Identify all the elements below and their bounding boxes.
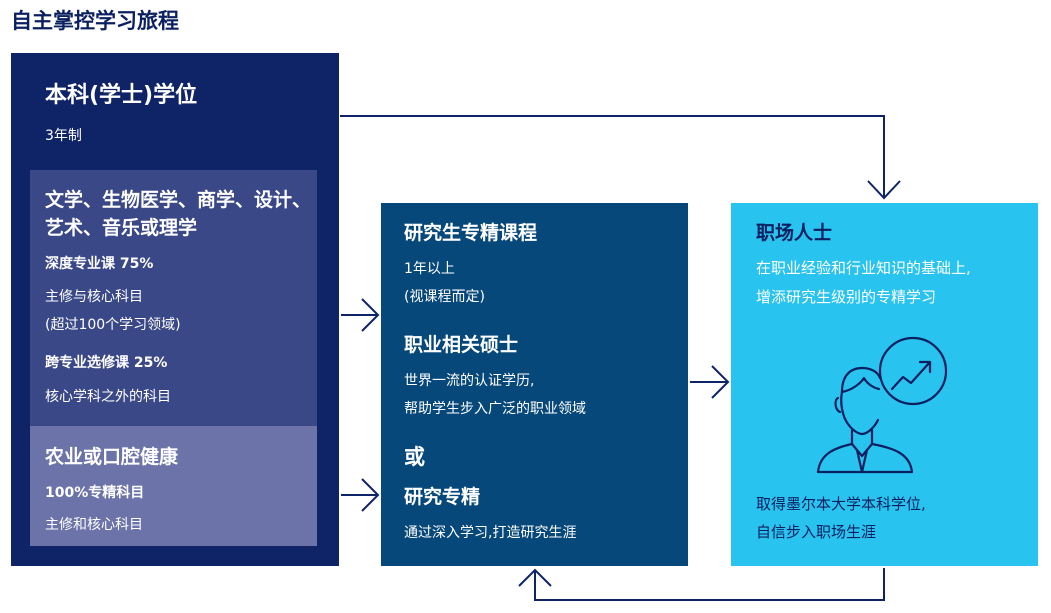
or-label: 或 (404, 445, 425, 469)
career-panel (731, 203, 1038, 566)
research-heading: 研究专精 (404, 486, 481, 508)
person-growth-icon (816, 336, 948, 474)
career-heading: 职场人士 (756, 222, 833, 244)
agri-specialist: 100%专精科目 (45, 485, 145, 501)
bachelor-to-career-arrow (340, 115, 885, 198)
career-bottom-line2: 自信步入职场生涯 (756, 523, 877, 541)
bachelor-to-career-arrowhead (867, 180, 901, 200)
bachelor-duration: 3年制 (45, 128, 82, 144)
grad-to-career-arrowhead (711, 365, 730, 399)
graduate-duration-line2: (视课程而定) (404, 289, 485, 305)
research-line: 通过深入学习,打造研究生涯 (404, 525, 577, 541)
agri-dental-panel (30, 426, 317, 546)
breadth-percentage: 跨专业选修课 25% (45, 355, 168, 371)
arts-heading-line1: 文学、生物医学、商学、设计、 (45, 189, 312, 211)
agri-to-grad-arrowhead (361, 478, 380, 512)
career-line2: 增添研究生级别的专精学习 (756, 288, 937, 306)
depth-desc-line1: 主修与核心科目 (45, 289, 143, 305)
breadth-desc: 核心学科之外的科目 (45, 389, 171, 405)
depth-percentage: 深度专业课 75% (45, 256, 154, 272)
masters-line1: 世界一流的认证学历, (404, 373, 535, 389)
masters-heading: 职业相关硕士 (404, 334, 519, 356)
career-to-grad-loop-arrow (534, 568, 885, 601)
bachelor-title: 本科(学士)学位 (45, 83, 198, 108)
agri-desc: 主修和核心科目 (45, 517, 143, 533)
arts-science-panel (30, 170, 317, 426)
depth-desc-line2: (超过100个学习领域) (45, 317, 181, 333)
career-bottom-line1: 取得墨尔本大学本科学位, (756, 495, 926, 513)
arts-heading-line2: 艺术、音乐或理学 (45, 217, 198, 239)
page-title: 自主掌控学习旅程 (11, 9, 179, 33)
graduate-panel (381, 203, 688, 566)
career-to-grad-loop-arrowhead (518, 568, 552, 587)
masters-line2: 帮助学生步入广泛的职业领域 (404, 401, 586, 417)
career-line1: 在职业经验和行业知识的基础上, (756, 259, 971, 277)
graduate-duration-line1: 1年以上 (404, 261, 455, 277)
arts-to-grad-arrowhead (361, 298, 380, 332)
graduate-heading: 研究生专精课程 (404, 222, 538, 244)
agri-heading: 农业或口腔健康 (45, 446, 179, 468)
